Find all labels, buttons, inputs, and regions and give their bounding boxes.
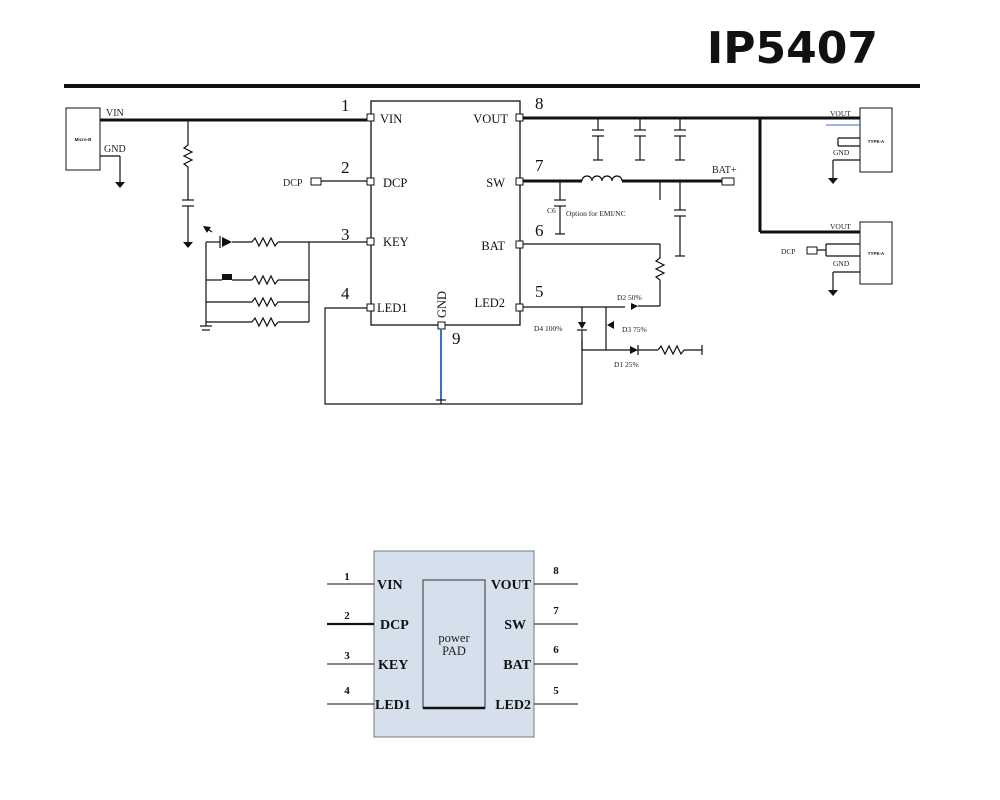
ic-pin-5: 5 LED2: [474, 282, 544, 312]
dcp-label: DCP: [283, 178, 303, 189]
cap-label: C6: [547, 206, 556, 215]
led-d1-label: D1 25%: [614, 360, 639, 369]
pkg-pin-1-number: 1: [344, 571, 350, 583]
ic-pin-3: 3 KEY: [341, 225, 409, 249]
emi-note: Option for EMI/NC: [566, 209, 626, 218]
led-icon: [631, 303, 638, 310]
dcp-label: DCP: [781, 247, 796, 256]
vin-label: VIN: [106, 108, 124, 119]
pin-number: 4: [341, 284, 350, 303]
led-d3-label: D3 75%: [622, 325, 647, 334]
usb-a-connector-2: TYPE-A VOUT GND DCP: [781, 221, 893, 296]
led-icon: [630, 346, 638, 354]
usb-a-connector-1: TYPE-A VOUT GND: [826, 107, 893, 184]
schematic: 1 VIN 2 DCP 3 KEY 4 LED1 8 VOUT 7 SW: [65, 94, 893, 405]
pkg-pin-4-number: 4: [344, 685, 350, 697]
ic-pin-6: 6 BAT: [481, 221, 543, 253]
pin-number: 7: [535, 156, 544, 175]
vout-label: VOUT: [830, 109, 851, 118]
resistor-icon: [251, 316, 279, 328]
page-title: IP5407: [707, 23, 878, 74]
switch-icon: [222, 274, 232, 280]
dcp-port: DCP: [283, 177, 367, 189]
pkg-pin-5-label: LED2: [495, 698, 531, 713]
micro-b-connector: Micro-B VIN GND: [65, 107, 126, 188]
pkg-pin-7-number: 7: [553, 605, 559, 617]
key-network: [200, 226, 367, 331]
pin-number: 9: [452, 329, 461, 348]
led-icon: [578, 322, 586, 329]
pkg-pin-6-label: BAT: [503, 658, 531, 673]
pkg-pin-8-label: VOUT: [491, 578, 532, 593]
vout-capacitors: [592, 118, 686, 161]
bat-plus-label: BAT+: [712, 165, 737, 176]
led-icon: [607, 321, 614, 329]
resistor-icon: [251, 236, 279, 248]
vout-label: VOUT: [830, 222, 851, 231]
pkg-pin-2-number: 2: [344, 610, 350, 622]
pin-label: LED1: [377, 301, 408, 315]
resistor-icon: [251, 296, 279, 308]
pkg-pin-7-label: SW: [504, 618, 526, 633]
led-icon: [222, 237, 232, 247]
pin-label: BAT: [481, 239, 505, 253]
pkg-pin-8-number: 8: [553, 565, 559, 577]
power-pad: [422, 579, 486, 709]
power-pad-label-2: PAD: [442, 644, 466, 658]
pin-label: DCP: [383, 176, 407, 190]
pin-label: VIN: [380, 112, 402, 126]
pin-label: LED2: [474, 296, 505, 310]
pin-label: SW: [486, 176, 505, 190]
pin-number: 2: [341, 158, 350, 177]
led-d2-label: D2 50%: [617, 293, 642, 302]
pin-number: 8: [535, 94, 544, 113]
ground-icon: [115, 182, 125, 188]
ic-pin-9-gnd: GND 9: [435, 291, 461, 404]
ground-icon: [183, 242, 193, 248]
connector-label: TYPE-A: [868, 139, 885, 144]
pkg-pin-4-label: LED1: [375, 698, 411, 713]
pkg-pin-1-label: VIN: [377, 578, 403, 593]
ic-pin-8: 8 VOUT: [473, 94, 543, 126]
pkg-pin-6-number: 6: [553, 644, 559, 656]
resistor-icon: [182, 144, 194, 168]
ground-icon: [828, 178, 838, 184]
gnd-label: GND: [833, 148, 850, 157]
pin-number: 6: [535, 221, 544, 240]
resistor-icon: [657, 344, 685, 356]
led1-net: [324, 307, 583, 405]
ic-pin-2: 2 DCP: [341, 158, 407, 190]
pkg-pin-5-number: 5: [553, 685, 559, 697]
pin-number: 1: [341, 96, 350, 115]
gnd-pin-label: GND: [435, 291, 449, 318]
inductor-icon: [581, 175, 623, 182]
pin-label: VOUT: [473, 112, 508, 126]
ic-pin-1: 1 VIN: [341, 96, 402, 126]
pkg-pin-3-number: 3: [344, 650, 350, 662]
ground-icon: [828, 290, 838, 296]
gnd-label: GND: [833, 259, 850, 268]
connector-label: TYPE-A: [868, 251, 885, 256]
resistor-icon: [251, 274, 279, 286]
pin-number: 5: [535, 282, 544, 301]
package-pinout: power PAD 1 VIN 2 DCP 3 KEY 4 LED1 8 VOU…: [327, 550, 578, 738]
power-pad-label-1: power: [438, 631, 470, 645]
led-d4-label: D4 100%: [534, 324, 563, 333]
pkg-pin-3-label: KEY: [378, 658, 408, 673]
pkg-pin-2-label: DCP: [380, 618, 409, 633]
gnd-label: GND: [104, 144, 126, 155]
pin-label: KEY: [383, 235, 409, 249]
pin-number: 3: [341, 225, 350, 244]
resistor-icon: [654, 257, 666, 281]
connector-label: Micro-B: [75, 137, 93, 142]
